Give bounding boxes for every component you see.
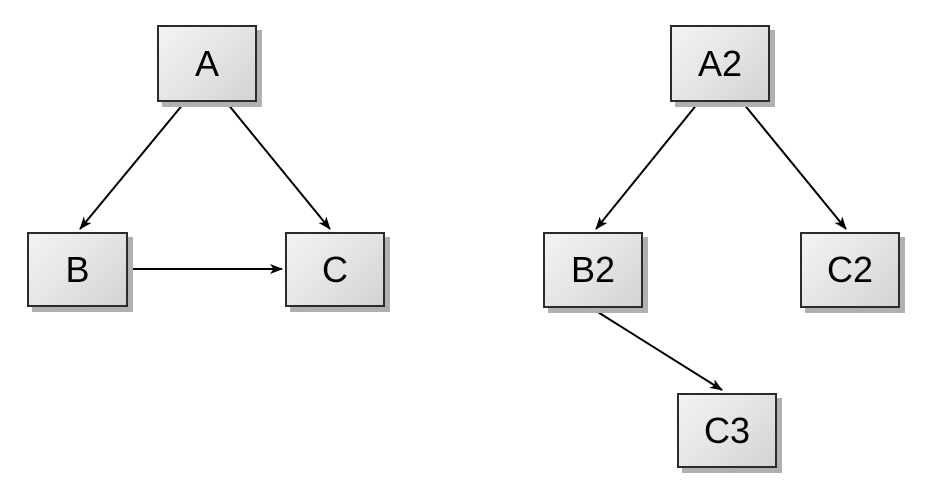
node-C3-label: C3 <box>703 409 751 451</box>
node-C-label: C <box>322 248 348 290</box>
node-B2-label: B2 <box>570 249 616 290</box>
edge-A-to-B[interactable] <box>79 102 185 230</box>
node-B[interactable]: B <box>27 232 128 307</box>
node-A2-label: A2 <box>697 42 743 84</box>
edge-B2-to-C3[interactable] <box>592 308 723 391</box>
node-B2[interactable]: B2 <box>543 232 643 308</box>
node-A2[interactable]: A2 <box>670 25 770 102</box>
edge-A-to-C[interactable] <box>226 102 331 230</box>
node-C2-label: C2 <box>826 249 874 290</box>
node-C[interactable]: C <box>285 232 385 307</box>
edge-A2-to-C2[interactable] <box>742 102 847 230</box>
node-A[interactable]: A <box>157 25 257 102</box>
node-C3[interactable]: C3 <box>677 393 777 468</box>
edge-A2-to-B2[interactable] <box>595 102 699 230</box>
node-A-label: A <box>194 42 219 84</box>
node-C2[interactable]: C2 <box>800 232 900 308</box>
node-B-label: B <box>65 248 90 290</box>
